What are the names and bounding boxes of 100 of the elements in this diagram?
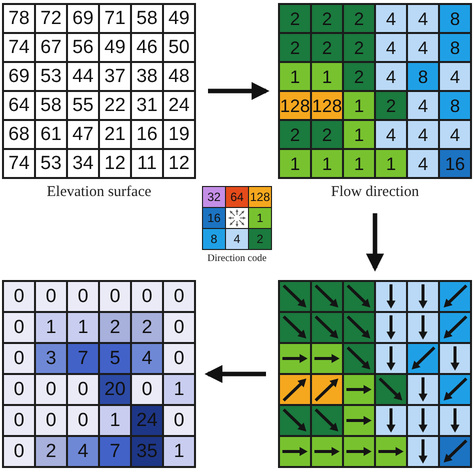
- direction-code-value: 32: [203, 187, 225, 207]
- flow-direction-value: 1: [344, 121, 374, 148]
- accumulation-value: 0: [4, 313, 34, 342]
- elevation-value: 24: [164, 92, 194, 119]
- elevation-value: 34: [68, 150, 98, 177]
- accumulation-value: 0: [132, 375, 162, 404]
- flow-direction-value: 8: [440, 92, 470, 119]
- direction-code-value: 1: [249, 208, 271, 228]
- accumulation-value: 0: [4, 375, 34, 404]
- flow-direction-value: 8: [440, 34, 470, 61]
- direction-code-value: 8: [203, 229, 225, 249]
- accumulation-value: 4: [132, 344, 162, 373]
- accumulation-value: 1: [164, 437, 194, 466]
- elevation-value: 38: [132, 63, 162, 90]
- flow-direction-value: 4: [408, 150, 438, 177]
- accumulation-value: 1: [68, 313, 98, 342]
- elevation-value: 53: [36, 63, 66, 90]
- flow-direction-value: 128: [312, 92, 342, 119]
- elevation-value: 72: [36, 5, 66, 32]
- accumulation-value: 0: [68, 375, 98, 404]
- accumulation-value: 0: [4, 406, 34, 435]
- elevation-value: 50: [164, 34, 194, 61]
- accumulation-value: 2: [100, 313, 130, 342]
- flow-direction-value: 128: [280, 92, 310, 119]
- elevation-value: 67: [36, 34, 66, 61]
- accumulation-value: 20: [100, 375, 130, 404]
- flow-direction-value: 16: [440, 150, 470, 177]
- flow-direction-value: 2: [344, 63, 374, 90]
- flow-direction-value: 2: [280, 5, 310, 32]
- arrow: [208, 82, 270, 100]
- elevation-value: 16: [132, 121, 162, 148]
- flow-direction-value: 2: [312, 121, 342, 148]
- accumulation-value: 7: [100, 437, 130, 466]
- flow-direction-value: 2: [344, 5, 374, 32]
- flow-direction-value: 8: [440, 5, 470, 32]
- accumulation-value: 2: [132, 313, 162, 342]
- accumulation-value: 1: [36, 313, 66, 342]
- elevation-value: 71: [100, 5, 130, 32]
- elevation-value: 46: [132, 34, 162, 61]
- direction-code-value: 128: [249, 187, 271, 207]
- accumulation-value: 0: [36, 282, 66, 311]
- flow-direction-value: 4: [376, 63, 406, 90]
- accumulation-value: 4: [68, 437, 98, 466]
- elevation-value: 12: [164, 150, 194, 177]
- grid-caption: Direction code: [207, 253, 267, 264]
- elevation-value: 19: [164, 121, 194, 148]
- elevation-value: 55: [68, 92, 98, 119]
- accumulation-value: 0: [164, 282, 194, 311]
- arrow: [204, 365, 266, 383]
- accumulation-value: 0: [4, 282, 34, 311]
- elevation-value: 78: [4, 5, 34, 32]
- elevation-value: 58: [132, 5, 162, 32]
- flow-direction-value: 4: [408, 34, 438, 61]
- elevation-value: 53: [36, 150, 66, 177]
- elevation-value: 49: [100, 34, 130, 61]
- flow-direction-value: 1: [280, 150, 310, 177]
- direction-code-value: 64: [226, 187, 248, 207]
- flow-direction-value: 1: [376, 150, 406, 177]
- accumulation-value: 0: [68, 406, 98, 435]
- elevation-value: 37: [100, 63, 130, 90]
- direction-code-value: 16: [203, 208, 225, 228]
- flow-direction-value: 4: [376, 121, 406, 148]
- flow-direction-value: 2: [280, 121, 310, 148]
- grid-caption: Flow direction: [331, 184, 419, 202]
- accumulation-value: 0: [36, 406, 66, 435]
- flow-direction-value: 4: [408, 92, 438, 119]
- elevation-value: 49: [164, 5, 194, 32]
- elevation-value: 56: [68, 34, 98, 61]
- accumulation-value: 0: [164, 313, 194, 342]
- flow-direction-value: 4: [440, 63, 470, 90]
- accumulation-value: 0: [4, 344, 34, 373]
- accumulation-value: 5: [100, 344, 130, 373]
- elevation-value: 11: [132, 150, 162, 177]
- direction-code-value: 2: [249, 229, 271, 249]
- flow-direction-value: 2: [376, 92, 406, 119]
- flow-direction-value: 2: [312, 5, 342, 32]
- accumulation-value: 0: [36, 375, 66, 404]
- elevation-value: 31: [132, 92, 162, 119]
- flow-direction-value: 8: [408, 63, 438, 90]
- accumulation-value: 7: [68, 344, 98, 373]
- elevation-value: 48: [164, 63, 194, 90]
- elevation-value: 68: [4, 121, 34, 148]
- accumulation-value: 0: [132, 282, 162, 311]
- flow-direction-value: 4: [440, 121, 470, 148]
- elevation-value: 22: [100, 92, 130, 119]
- elevation-value: 74: [4, 150, 34, 177]
- elevation-value: 74: [4, 34, 34, 61]
- elevation-value: 61: [36, 121, 66, 148]
- flow-direction-value: 2: [344, 34, 374, 61]
- flow-direction-value: 1: [312, 150, 342, 177]
- accumulation-value: 24: [132, 406, 162, 435]
- elevation-value: 69: [4, 63, 34, 90]
- flow-direction-value: 4: [408, 121, 438, 148]
- flow-direction-value: 4: [376, 5, 406, 32]
- accumulation-value: 1: [100, 406, 130, 435]
- flow-direction-value: 1: [344, 150, 374, 177]
- accumulation-value: 0: [164, 406, 194, 435]
- elevation-value: 64: [4, 92, 34, 119]
- flow-direction-value: 2: [280, 34, 310, 61]
- elevation-value: 69: [68, 5, 98, 32]
